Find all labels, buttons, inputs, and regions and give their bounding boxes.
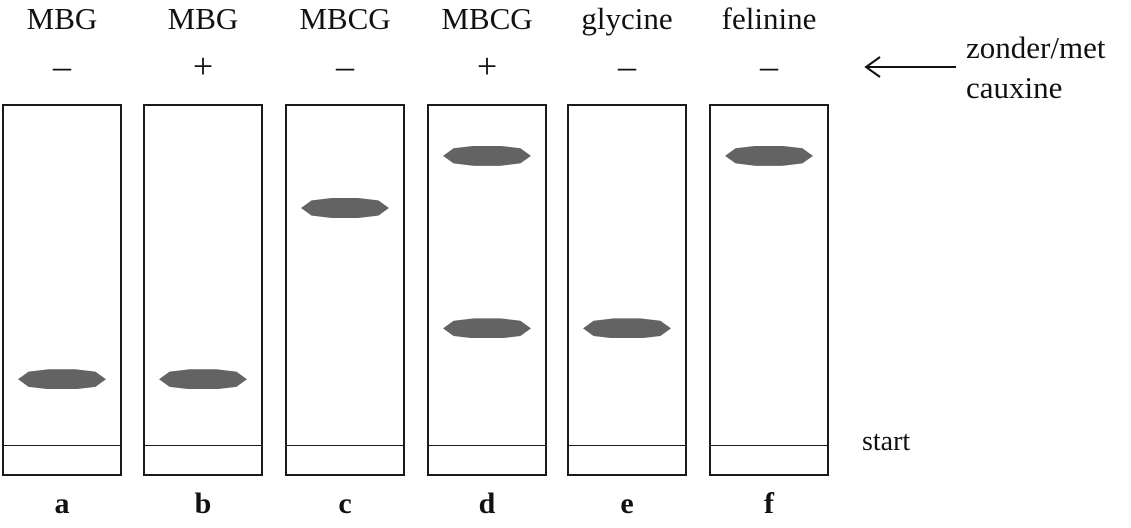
legend-label-line1: zonder/met [966,30,1106,65]
lane-letter-e: e [620,487,634,520]
lane-name-e: glycine [581,1,673,36]
legend-label-line2: cauxine [966,70,1063,105]
cauxine-sign-b: + [192,46,214,86]
start-label: start [862,426,911,457]
spot-a-1 [18,369,106,390]
left-arrow-icon [864,56,956,78]
start-line [429,445,545,446]
start-line [569,445,685,446]
spot-d-1 [443,145,531,166]
spot-e-1 [583,318,671,339]
start-line [711,445,827,446]
lane-letter-f: f [764,487,774,520]
cauxine-sign-d: + [476,46,498,86]
lane-name-b: MBG [167,1,239,36]
lane-letter-b: b [194,487,212,520]
lane-name-d: MBCG [441,1,533,36]
cauxine-sign-c: – [336,46,354,86]
lane-name-a: MBG [26,1,98,36]
lane-f [709,104,829,476]
lane-letter-d: d [478,487,496,520]
lane-c [285,104,405,476]
start-line [4,445,120,446]
spot-b-1 [159,369,247,390]
lane-d [427,104,547,476]
spot-d-2 [443,318,531,339]
cauxine-sign-f: – [760,46,778,86]
cauxine-sign-e: – [618,46,636,86]
lane-name-c: MBCG [299,1,391,36]
lane-a [2,104,122,476]
spot-f-1 [725,145,813,166]
start-line [145,445,261,446]
lane-letter-a: a [54,487,70,520]
cauxine-sign-a: – [53,46,71,86]
spot-c-1 [301,198,389,219]
lane-b [143,104,263,476]
lane-name-f: felinine [721,1,817,36]
lane-letter-c: c [338,487,352,520]
start-line [287,445,403,446]
lane-e [567,104,687,476]
